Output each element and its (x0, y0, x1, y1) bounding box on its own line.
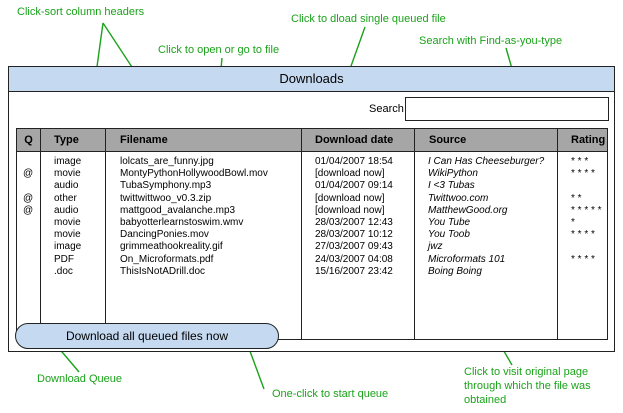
search-input[interactable] (405, 97, 609, 121)
rating-cell: * * * * (571, 229, 595, 241)
annotation-visit-source-line1: Click to visit original page (464, 366, 589, 378)
type-cell: image (54, 156, 82, 167)
annotation-sort-headers: Click-sort column headers (17, 6, 145, 18)
type-cell: movie (54, 229, 81, 241)
header-source[interactable]: Source (415, 129, 558, 152)
download-queued-button[interactable]: Download all queued files now (15, 323, 279, 349)
header-queue[interactable]: Q (17, 129, 41, 152)
source-link[interactable]: WikiPython (428, 168, 478, 180)
search-label: Search (369, 103, 404, 115)
rating-cell: * * (571, 192, 582, 204)
source-link[interactable]: jwz (428, 241, 443, 253)
source-link[interactable]: You Tube (428, 217, 471, 228)
source-link[interactable]: Microformats 101 (428, 253, 506, 265)
type-cell: image (54, 241, 82, 253)
window-title: Downloads (9, 67, 614, 92)
source-link[interactable]: Twittwoo.com (428, 192, 489, 204)
header-rating[interactable]: Rating (558, 129, 607, 152)
type-cell: audio (54, 204, 79, 216)
annotation-visit-source-line3: obtained (464, 394, 507, 406)
download-date-cell[interactable]: 28/03/2007 10:12 (315, 229, 393, 241)
downloads-table: Q Type Filename Download date Source Rat… (16, 128, 608, 340)
download-date-cell[interactable]: 28/03/2007 12:43 (315, 217, 393, 228)
queue-column (17, 152, 41, 339)
filename-column (106, 152, 302, 339)
annotation-search: Search with Find-as-you-type (419, 35, 563, 47)
type-column (41, 152, 106, 339)
header-download-date[interactable]: Download date (302, 129, 415, 152)
annotation-open-file: Click to open or go to file (158, 44, 280, 56)
source-column (415, 152, 558, 339)
type-cell: other (54, 192, 77, 204)
annotation-visit-source-line2: through which the file was (464, 380, 591, 392)
filename-link[interactable]: DancingPonies.mov (120, 229, 209, 241)
queue-flag[interactable]: @ (23, 168, 34, 180)
rating-cell: * * * * * (571, 204, 602, 216)
type-cell: PDF (54, 253, 74, 265)
download-date-cell[interactable]: 24/03/2007 04:08 (315, 253, 393, 265)
filename-link[interactable]: lolcats_are_funny.jpg (120, 156, 214, 167)
source-link[interactable]: MatthewGood.org (428, 204, 508, 216)
rating-cell: * * * * (571, 168, 595, 180)
header-type[interactable]: Type (41, 129, 106, 152)
source-link[interactable]: You Toob (428, 229, 470, 241)
queue-flag[interactable]: @ (23, 192, 34, 204)
annotation-download-queue: Download Queue (37, 373, 123, 385)
annotation-one-click: One-click to start queue (272, 388, 389, 400)
download-date-cell[interactable]: 15/16/2007 23:42 (315, 265, 393, 277)
download-date-cell[interactable]: [download now] (315, 192, 385, 204)
rating-cell: * * * (571, 156, 589, 167)
download-date-cell[interactable]: 01/04/2007 09:14 (315, 180, 393, 192)
type-cell: audio (54, 180, 79, 192)
filename-link[interactable]: On_Microformats.pdf (120, 253, 214, 265)
source-link[interactable]: I Can Has Cheeseburger? (428, 156, 545, 167)
header-filename[interactable]: Filename (106, 129, 302, 152)
annotation-dload-single: Click to dload single queued file (291, 13, 446, 25)
queue-flag[interactable]: @ (23, 204, 34, 216)
filename-link[interactable]: babyotterlearnstoswim.wmv (120, 217, 244, 228)
type-cell: movie (54, 217, 81, 228)
rating-cell: * * * * (571, 253, 595, 265)
type-cell: movie (54, 168, 81, 180)
type-cell: .doc (54, 265, 73, 277)
download-date-cell[interactable]: [download now] (315, 204, 385, 216)
filename-link[interactable]: grimmeathookreality.gif (120, 241, 223, 253)
downloads-window: Downloads Search Q Type Filename Downloa… (8, 66, 615, 352)
filename-link[interactable]: mattgood_avalanche.mp3 (120, 204, 236, 216)
filename-link[interactable]: twittwittwoo_v0.3.zip (120, 192, 212, 204)
filename-link[interactable]: ThisIsNotADrill.doc (120, 265, 206, 277)
source-link[interactable]: Boing Boing (428, 265, 482, 277)
download-date-cell[interactable]: [download now] (315, 168, 385, 180)
download-date-cell[interactable]: 01/04/2007 18:54 (315, 156, 393, 167)
source-link[interactable]: I <3 Tubas (428, 180, 475, 192)
download-date-cell[interactable]: 27/03/2007 09:43 (315, 241, 393, 253)
rating-cell: * (571, 217, 575, 228)
filename-link[interactable]: TubaSymphony.mp3 (120, 180, 212, 192)
filename-link[interactable]: MontyPythonHollywoodBowl.mov (120, 168, 268, 180)
date-column (302, 152, 415, 339)
